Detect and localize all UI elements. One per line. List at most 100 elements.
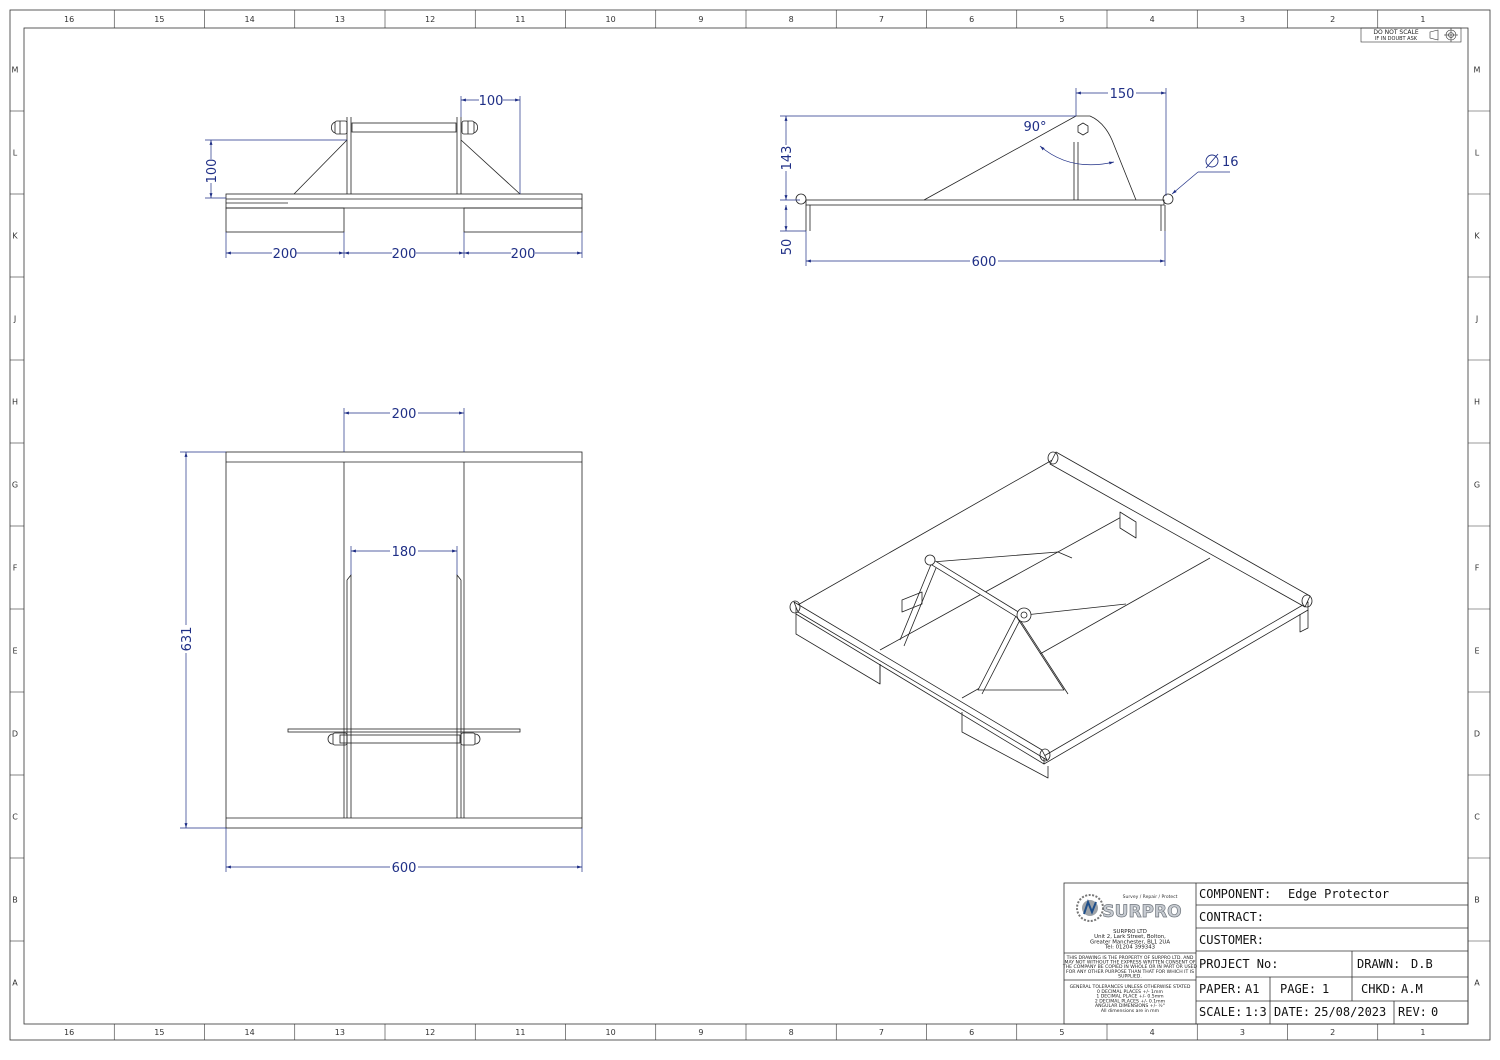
contract-label: CONTRACT: bbox=[1199, 910, 1264, 924]
title-block-note-line: 2 DECIMAL PLACES +/- 0.1mm bbox=[1095, 998, 1166, 1004]
company-tagline: Survey / Repair / Protect bbox=[1123, 894, 1178, 900]
grid-row-label: E bbox=[12, 647, 17, 656]
grid-row-label: A bbox=[1474, 979, 1480, 988]
plan-view bbox=[225, 451, 583, 829]
grid-row-label: F bbox=[1475, 564, 1480, 573]
grid-column-label: 12 bbox=[425, 1028, 435, 1037]
title-block-note-line: 1 DECIMAL PLACE +/- 0.5mm bbox=[1096, 994, 1164, 1000]
grid-column-label: 6 bbox=[969, 15, 974, 24]
grid-row-label: K bbox=[1474, 232, 1480, 241]
grid-column-label: 4 bbox=[1150, 15, 1155, 24]
property-notice: THIS DRAWING IS THE PROPERTY OF SURPRO L… bbox=[1062, 955, 1198, 979]
title-block-note-line: Unit 2, Lark Street, Bolton, bbox=[1094, 934, 1166, 940]
grid-column-label: 14 bbox=[245, 1028, 255, 1037]
grid-column-label: 15 bbox=[154, 15, 164, 24]
grid-column-label: 3 bbox=[1240, 15, 1245, 24]
front-view bbox=[225, 117, 583, 233]
title-block-note-line: SURPRO LTD bbox=[1113, 929, 1147, 935]
company-name: SURPRO bbox=[1102, 902, 1181, 922]
plan-view-dimensions bbox=[180, 408, 583, 872]
grid-column-label: 5 bbox=[1059, 1028, 1064, 1037]
date-label: DATE: bbox=[1274, 1005, 1310, 1019]
dim-plan-top: 200 bbox=[392, 407, 417, 422]
dim-side-width: 150 bbox=[1110, 87, 1135, 102]
notice-line-2: IF IN DOUBT ASK bbox=[1375, 36, 1418, 42]
title-block-note-line: Tel: 01204 399343 bbox=[1104, 945, 1155, 951]
grid-row-label: G bbox=[1474, 481, 1480, 490]
title-block-note-line: MAY NOT WITHOUT THE EXPRESS WRITTEN CONS… bbox=[1064, 960, 1195, 966]
grid-row-label: H bbox=[12, 398, 18, 407]
grid-column-label: 2 bbox=[1330, 1028, 1335, 1037]
grid-row-label: D bbox=[12, 730, 18, 739]
title-block-note-line: THE COMPANY BE COPIED IN WHOLE OR IN PAR… bbox=[1062, 964, 1198, 970]
dim-front-b1: 200 bbox=[273, 247, 298, 262]
grid-row-label: B bbox=[12, 896, 18, 905]
company-logo: Survey / Repair / Protect SURPRO bbox=[1076, 894, 1182, 922]
page-label: PAGE: bbox=[1280, 982, 1316, 996]
grid-column-label: 11 bbox=[515, 15, 525, 24]
grid-row-label: C bbox=[12, 813, 18, 822]
revision-label: REV: bbox=[1398, 1005, 1427, 1019]
grid-column-label: 8 bbox=[789, 1028, 794, 1037]
sheet-border bbox=[9, 9, 1491, 1041]
notice-line-1: DO NOT SCALE bbox=[1373, 29, 1418, 36]
dim-side-height: 143 bbox=[780, 146, 795, 171]
front-view-dimensions bbox=[205, 96, 583, 258]
grid-column-label: 9 bbox=[698, 15, 703, 24]
grid-column-label: 9 bbox=[698, 1028, 703, 1037]
grid-column-label: 11 bbox=[515, 1028, 525, 1037]
grid-column-label: 7 bbox=[879, 1028, 884, 1037]
project-label: PROJECT No: bbox=[1199, 957, 1278, 971]
grid-row-label: K bbox=[12, 232, 18, 241]
grid-row-label: G bbox=[12, 481, 18, 490]
paper-value: A1 bbox=[1245, 982, 1259, 996]
grid-column-label: 10 bbox=[606, 1028, 616, 1037]
projection-symbol-icon bbox=[1429, 28, 1458, 42]
dim-side-base: 50 bbox=[780, 239, 795, 256]
title-block-note-line: 0 DECIMAL PLACES +/- 1mm bbox=[1097, 989, 1163, 995]
grid-row-label: F bbox=[13, 564, 18, 573]
dim-front-top: 100 bbox=[479, 94, 504, 109]
grid-column-label: 10 bbox=[606, 15, 616, 24]
grid-column-label: 15 bbox=[154, 1028, 164, 1037]
grid-column-label: 13 bbox=[335, 1028, 345, 1037]
dim-plan-inner: 180 bbox=[392, 545, 417, 560]
grid-row-label: J bbox=[13, 315, 16, 324]
grid-column-label: 16 bbox=[64, 1028, 74, 1037]
grid-row-label: M bbox=[12, 66, 19, 75]
grid-column-label: 14 bbox=[245, 15, 255, 24]
grid-row-label: M bbox=[1474, 66, 1481, 75]
dim-front-b3: 200 bbox=[511, 247, 536, 262]
date-value: 25/08/2023 bbox=[1314, 1005, 1386, 1019]
title-block-note-line: GENERAL TOLERANCES UNLESS OTHERWISE STAT… bbox=[1070, 984, 1191, 990]
title-block bbox=[1063, 882, 1469, 1025]
grid-column-label: 6 bbox=[969, 1028, 974, 1037]
diameter-icon bbox=[1205, 153, 1219, 169]
title-block-note-line: All dimensions are in mm bbox=[1101, 1008, 1160, 1014]
grid-column-label: 16 bbox=[64, 15, 74, 24]
grid-row-label: E bbox=[1474, 647, 1479, 656]
grid-column-label: 1 bbox=[1420, 1028, 1425, 1037]
grid-column-label: 8 bbox=[789, 15, 794, 24]
title-block-fields: COMPONENT: Edge Protector CONTRACT: CUST… bbox=[1199, 887, 1438, 1019]
front-view-dimension-labels: 100 100 200 200 200 bbox=[204, 93, 535, 262]
title-block-note-line: THIS DRAWING IS THE PROPERTY OF SURPRO L… bbox=[1066, 955, 1194, 961]
component-value: Edge Protector bbox=[1288, 887, 1389, 901]
grid-row-label: B bbox=[1474, 896, 1480, 905]
do-not-scale-notice: DO NOT SCALE IF IN DOUBT ASK bbox=[1360, 27, 1462, 43]
gear-logo-icon bbox=[1076, 894, 1104, 922]
grid-column-label: 1 bbox=[1420, 15, 1425, 24]
scale-label: SCALE: bbox=[1199, 1005, 1242, 1019]
title-block-note-line: FOR ANY OTHER PURPOSE THAN THAT FOR WHIC… bbox=[1066, 969, 1194, 975]
grid-column-label: 4 bbox=[1150, 1028, 1155, 1037]
dim-side-length: 600 bbox=[972, 255, 997, 270]
grid-column-label: 2 bbox=[1330, 15, 1335, 24]
isometric-view bbox=[789, 451, 1313, 779]
grid-column-label: 5 bbox=[1059, 15, 1064, 24]
grid-row-label: C bbox=[1474, 813, 1480, 822]
side-view-dimension-labels: 150 143 90° 16 50 600 bbox=[779, 86, 1239, 270]
title-block-note-line: ANGULAR DIMENSIONS +/- ½° bbox=[1095, 1002, 1165, 1009]
